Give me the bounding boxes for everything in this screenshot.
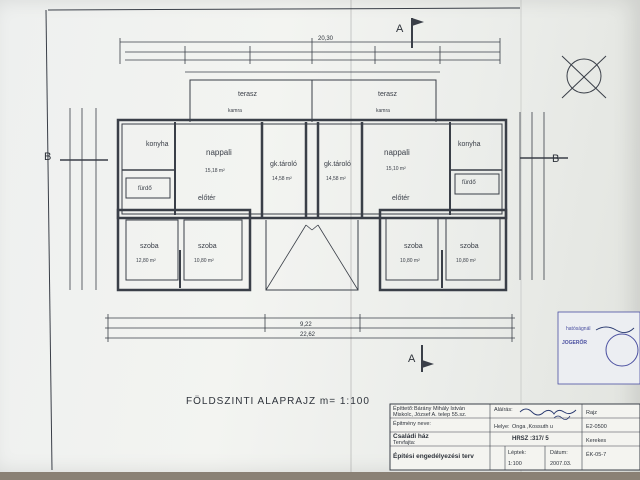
title-block-right: ÉK-05-7 — [586, 451, 606, 458]
section-b-label: B — [44, 151, 51, 163]
top-dimensions: 20,30 — [119, 36, 501, 73]
client-value: Bárány Mihály István — [414, 406, 465, 412]
stamp-text: hatóságnál — [566, 326, 590, 332]
location-value: Onga ,Kossuth u — [512, 424, 553, 430]
terrace-right: terasz — [311, 79, 437, 122]
room-area: 10,80 m² — [400, 258, 420, 264]
room-konyha-right: konyha — [458, 141, 481, 148]
room-area: 15,10 m² — [386, 166, 406, 172]
room-pantry-left: kamra — [228, 108, 242, 114]
room-hall-left: előtér — [198, 195, 216, 202]
room-garage-left: gk.tároló — [270, 161, 297, 168]
room-area: 10,80 m² — [194, 258, 214, 264]
paper-fold — [350, 0, 352, 472]
title-block-right: Rajz — [586, 410, 597, 416]
room-pantry-right: kamra — [376, 108, 390, 114]
room-bedroom: szoba — [140, 243, 159, 250]
top-total-dimension: 20,30 — [318, 36, 334, 42]
sheet-frame-left — [45, 9, 53, 471]
hrsz-value: HRSZ :317/ 5 — [512, 436, 549, 442]
room-bedroom: szoba — [404, 243, 423, 250]
room-hall-right: előtér — [392, 195, 410, 202]
stamp-text: JOGERŐR — [562, 339, 587, 346]
garage-driveway — [265, 220, 359, 291]
building-outline — [116, 118, 508, 292]
room-bedroom: szoba — [198, 243, 217, 250]
section-a-marker-bottom: A — [408, 345, 434, 372]
svg-text:terasz: terasz — [238, 91, 258, 98]
room-area: 14,58 m² — [326, 176, 346, 182]
room-bathroom-right: fürdő — [462, 180, 476, 186]
title-block — [389, 403, 640, 471]
building-value: Családi ház — [393, 433, 430, 440]
terrace-left: terasz — [189, 79, 313, 122]
north-arrow — [561, 55, 607, 99]
approval-stamp: hatóságnál JOGERŐR — [557, 311, 640, 385]
plan-type-value: Építési engedélyezési terv — [393, 451, 474, 460]
room-area: 14,58 m² — [272, 176, 292, 182]
bottom-total-dimension: 22,62 — [300, 332, 316, 338]
title-block-right: E2-0500 — [586, 424, 607, 430]
section-b-marker-left: B — [44, 151, 108, 163]
building-label: Épitmény neve: — [393, 420, 431, 427]
sheet-frame-top — [47, 7, 521, 11]
room-area: 15,18 m² — [205, 168, 225, 174]
room-konyha-left: konyha — [146, 141, 169, 148]
paper-fold — [520, 0, 522, 472]
client-address: Miskolc, József A. telep 55.sz. — [393, 412, 467, 418]
left-dimensions — [69, 108, 97, 290]
date-label: Dátum: — [550, 450, 568, 456]
section-b-label: B — [552, 153, 559, 165]
location-label: Helye: — [494, 424, 510, 430]
room-nappali-left: nappali — [206, 148, 232, 157]
room-bathroom-left: fürdő — [138, 186, 152, 192]
signature-label: Aláírás: — [494, 407, 513, 413]
room-nappali-right: nappali — [384, 148, 410, 157]
scale-value: 1:100 — [508, 461, 522, 467]
section-a-label: A — [396, 23, 404, 35]
interior-walls — [122, 122, 502, 288]
scale-label: Léptek: — [508, 450, 527, 456]
svg-text:terasz: terasz — [378, 91, 398, 98]
handwritten-signature — [519, 408, 577, 420]
section-a-label: A — [408, 353, 416, 365]
title-block-right: Kerekes — [586, 438, 606, 444]
room-area: 12,80 m² — [136, 258, 156, 264]
section-a-marker-top: A — [396, 18, 424, 48]
room-area: 10,80 m² — [456, 258, 476, 264]
bottom-partial-dimension: 9,22 — [300, 322, 312, 328]
client-label: Építtető: — [393, 405, 414, 412]
bottom-dimensions: 9,22 22,62 — [105, 314, 515, 342]
plan-type-label: Tervfajta: — [393, 440, 416, 446]
drawing-title: FÖLDSZINTI ALAPRAJZ m= 1:100 — [186, 395, 370, 407]
room-garage-right: gk.tároló — [324, 161, 351, 168]
room-bedroom: szoba — [460, 243, 479, 250]
right-dimensions — [519, 112, 545, 280]
date-value: 2007.03. — [550, 461, 572, 467]
